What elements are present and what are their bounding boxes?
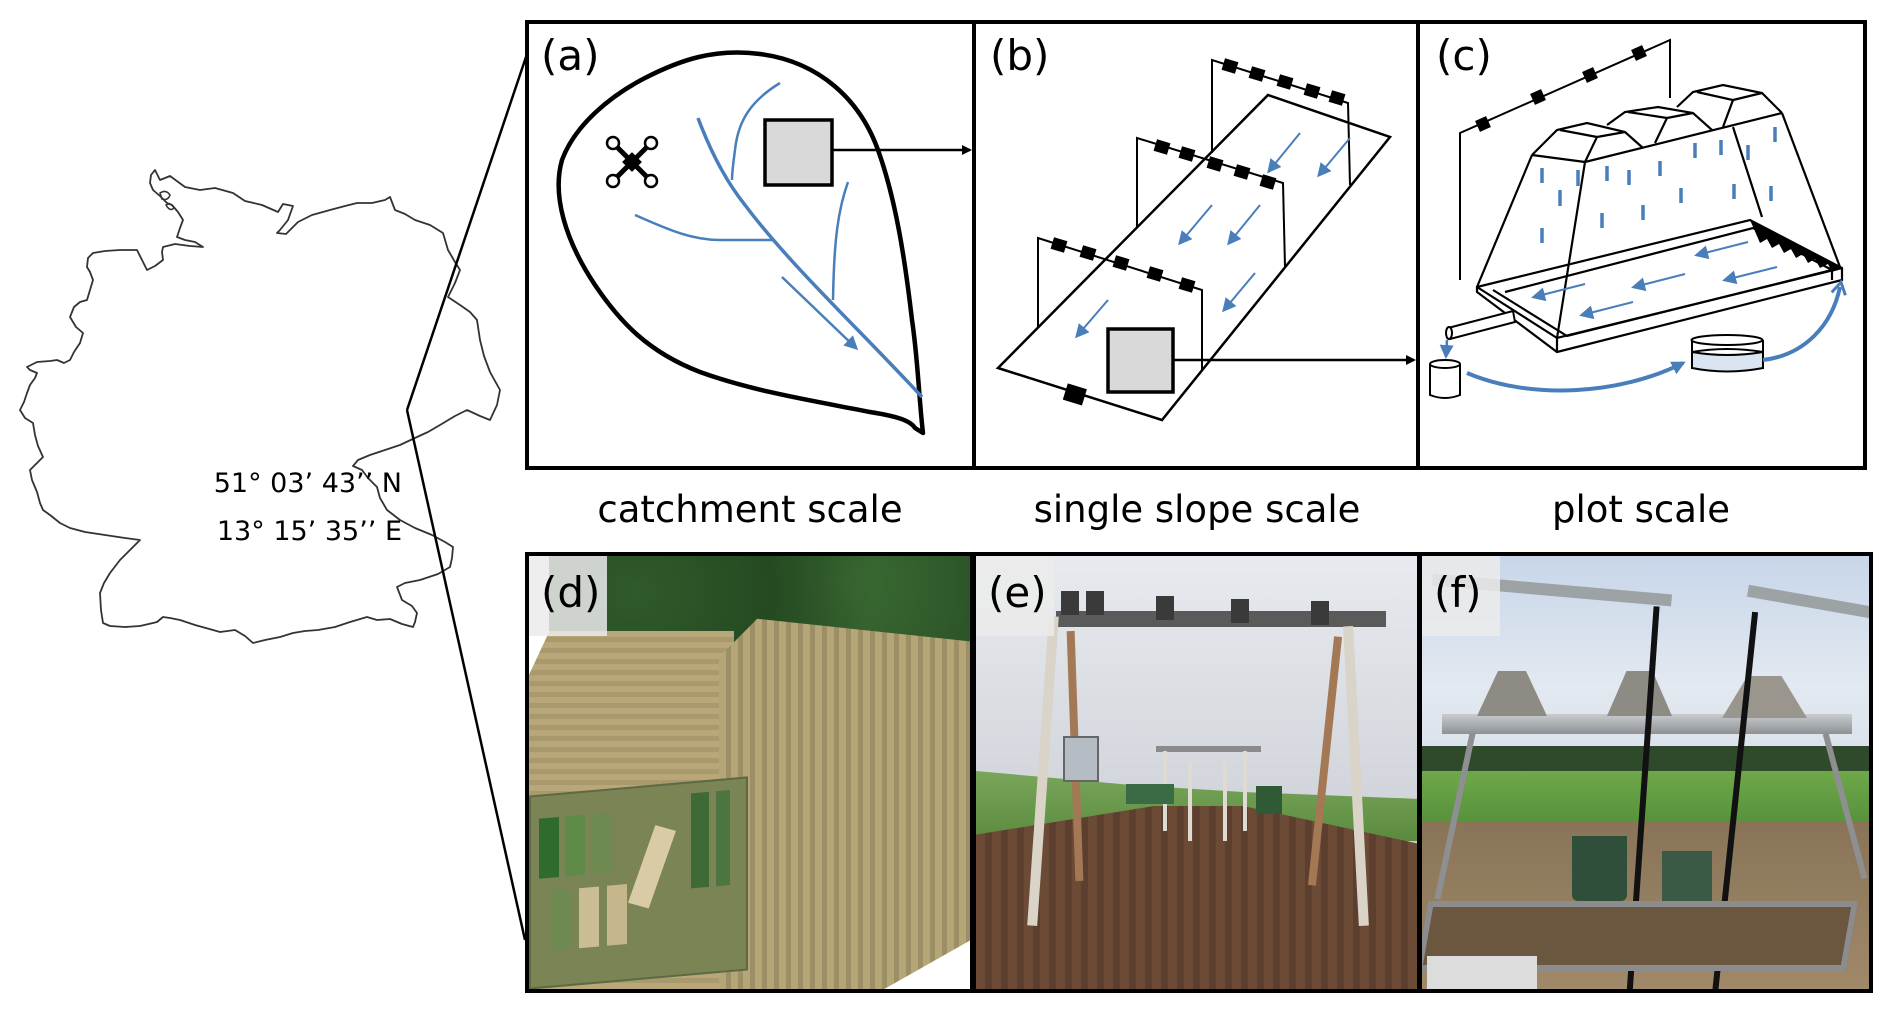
flow-arrows-b bbox=[1075, 132, 1351, 339]
panel-c-label: (c) bbox=[1436, 31, 1492, 80]
plot-box bbox=[1106, 327, 1175, 394]
green-bucket-1 bbox=[1572, 836, 1627, 901]
serrated-outlet bbox=[1750, 220, 1842, 272]
trailer bbox=[1126, 784, 1174, 804]
panel-b-label: (b) bbox=[990, 31, 1050, 80]
panel-b-frame bbox=[972, 20, 1420, 470]
sprinkler-heads bbox=[1086, 591, 1104, 615]
zoom-line-top bbox=[405, 56, 528, 411]
catchment-boundary bbox=[556, 50, 926, 436]
scale-label-plot: plot scale bbox=[1551, 488, 1730, 531]
tributary-3 bbox=[831, 181, 850, 301]
nozzle-hood-2 bbox=[1607, 671, 1672, 716]
sprinklers bbox=[1050, 58, 1346, 406]
latitude-label: 51° 03’ 43’’ N bbox=[213, 468, 402, 499]
nozzle-hood-1 bbox=[1477, 671, 1547, 716]
far-frame bbox=[1156, 746, 1261, 752]
panel-a-frame bbox=[525, 20, 976, 470]
zoom-line-bottom bbox=[405, 409, 527, 941]
scale-label-single-slope: single slope scale bbox=[1033, 488, 1361, 531]
longitude-label: 13° 15’ 35’’ E bbox=[216, 516, 402, 547]
slope-plane bbox=[995, 93, 1393, 422]
tractor bbox=[1256, 786, 1282, 814]
photo-f-plot: (f) bbox=[1418, 552, 1873, 993]
germany-island bbox=[159, 190, 175, 211]
panel-c-frame bbox=[1416, 20, 1867, 470]
tray-flow-arrows bbox=[1531, 241, 1778, 320]
solar-panel bbox=[1063, 736, 1099, 782]
slope-box bbox=[763, 118, 834, 187]
tributary-2 bbox=[634, 213, 773, 242]
flow-arrow bbox=[781, 276, 859, 351]
recirculation-arrow-2 bbox=[1762, 279, 1847, 362]
panel-d-label: (d) bbox=[529, 556, 607, 636]
drip-arrow bbox=[1439, 339, 1454, 359]
germany-outline bbox=[19, 169, 501, 644]
tributary-1 bbox=[730, 81, 781, 181]
sprinkler-rig bbox=[1459, 38, 1671, 280]
panel-e-label: (e) bbox=[976, 556, 1054, 636]
photo-e-slope: (e) bbox=[972, 552, 1421, 993]
panel-f-label: (f) bbox=[1422, 556, 1500, 636]
frame-beam bbox=[1056, 611, 1386, 627]
water-tank bbox=[1690, 334, 1764, 373]
main-stream bbox=[696, 117, 924, 399]
panel-a-drawing bbox=[556, 50, 972, 436]
recirculation-arrow-1 bbox=[1466, 361, 1686, 393]
collection-bucket bbox=[1429, 359, 1461, 399]
rainfall-hood bbox=[1475, 83, 1842, 339]
camera-beam-2 bbox=[1746, 584, 1869, 620]
photo-d-aerial: (d) bbox=[525, 552, 974, 993]
panel-b-drawing bbox=[995, 58, 1416, 422]
soil bbox=[976, 806, 1417, 989]
rain-drops bbox=[1540, 127, 1777, 243]
field-right bbox=[719, 618, 970, 989]
nozzle-hood-3 bbox=[1722, 676, 1807, 718]
plastic-sheet bbox=[1427, 956, 1537, 989]
scale-label-catchment: catchment scale bbox=[597, 488, 903, 531]
outlet-pipe bbox=[1445, 309, 1517, 341]
panel-c-drawing bbox=[1429, 38, 1847, 399]
panel-a-label: (a) bbox=[541, 31, 600, 80]
experimental-plots-area bbox=[529, 776, 748, 989]
rig-sprinklers bbox=[1475, 45, 1647, 132]
drone-icon bbox=[605, 135, 659, 189]
